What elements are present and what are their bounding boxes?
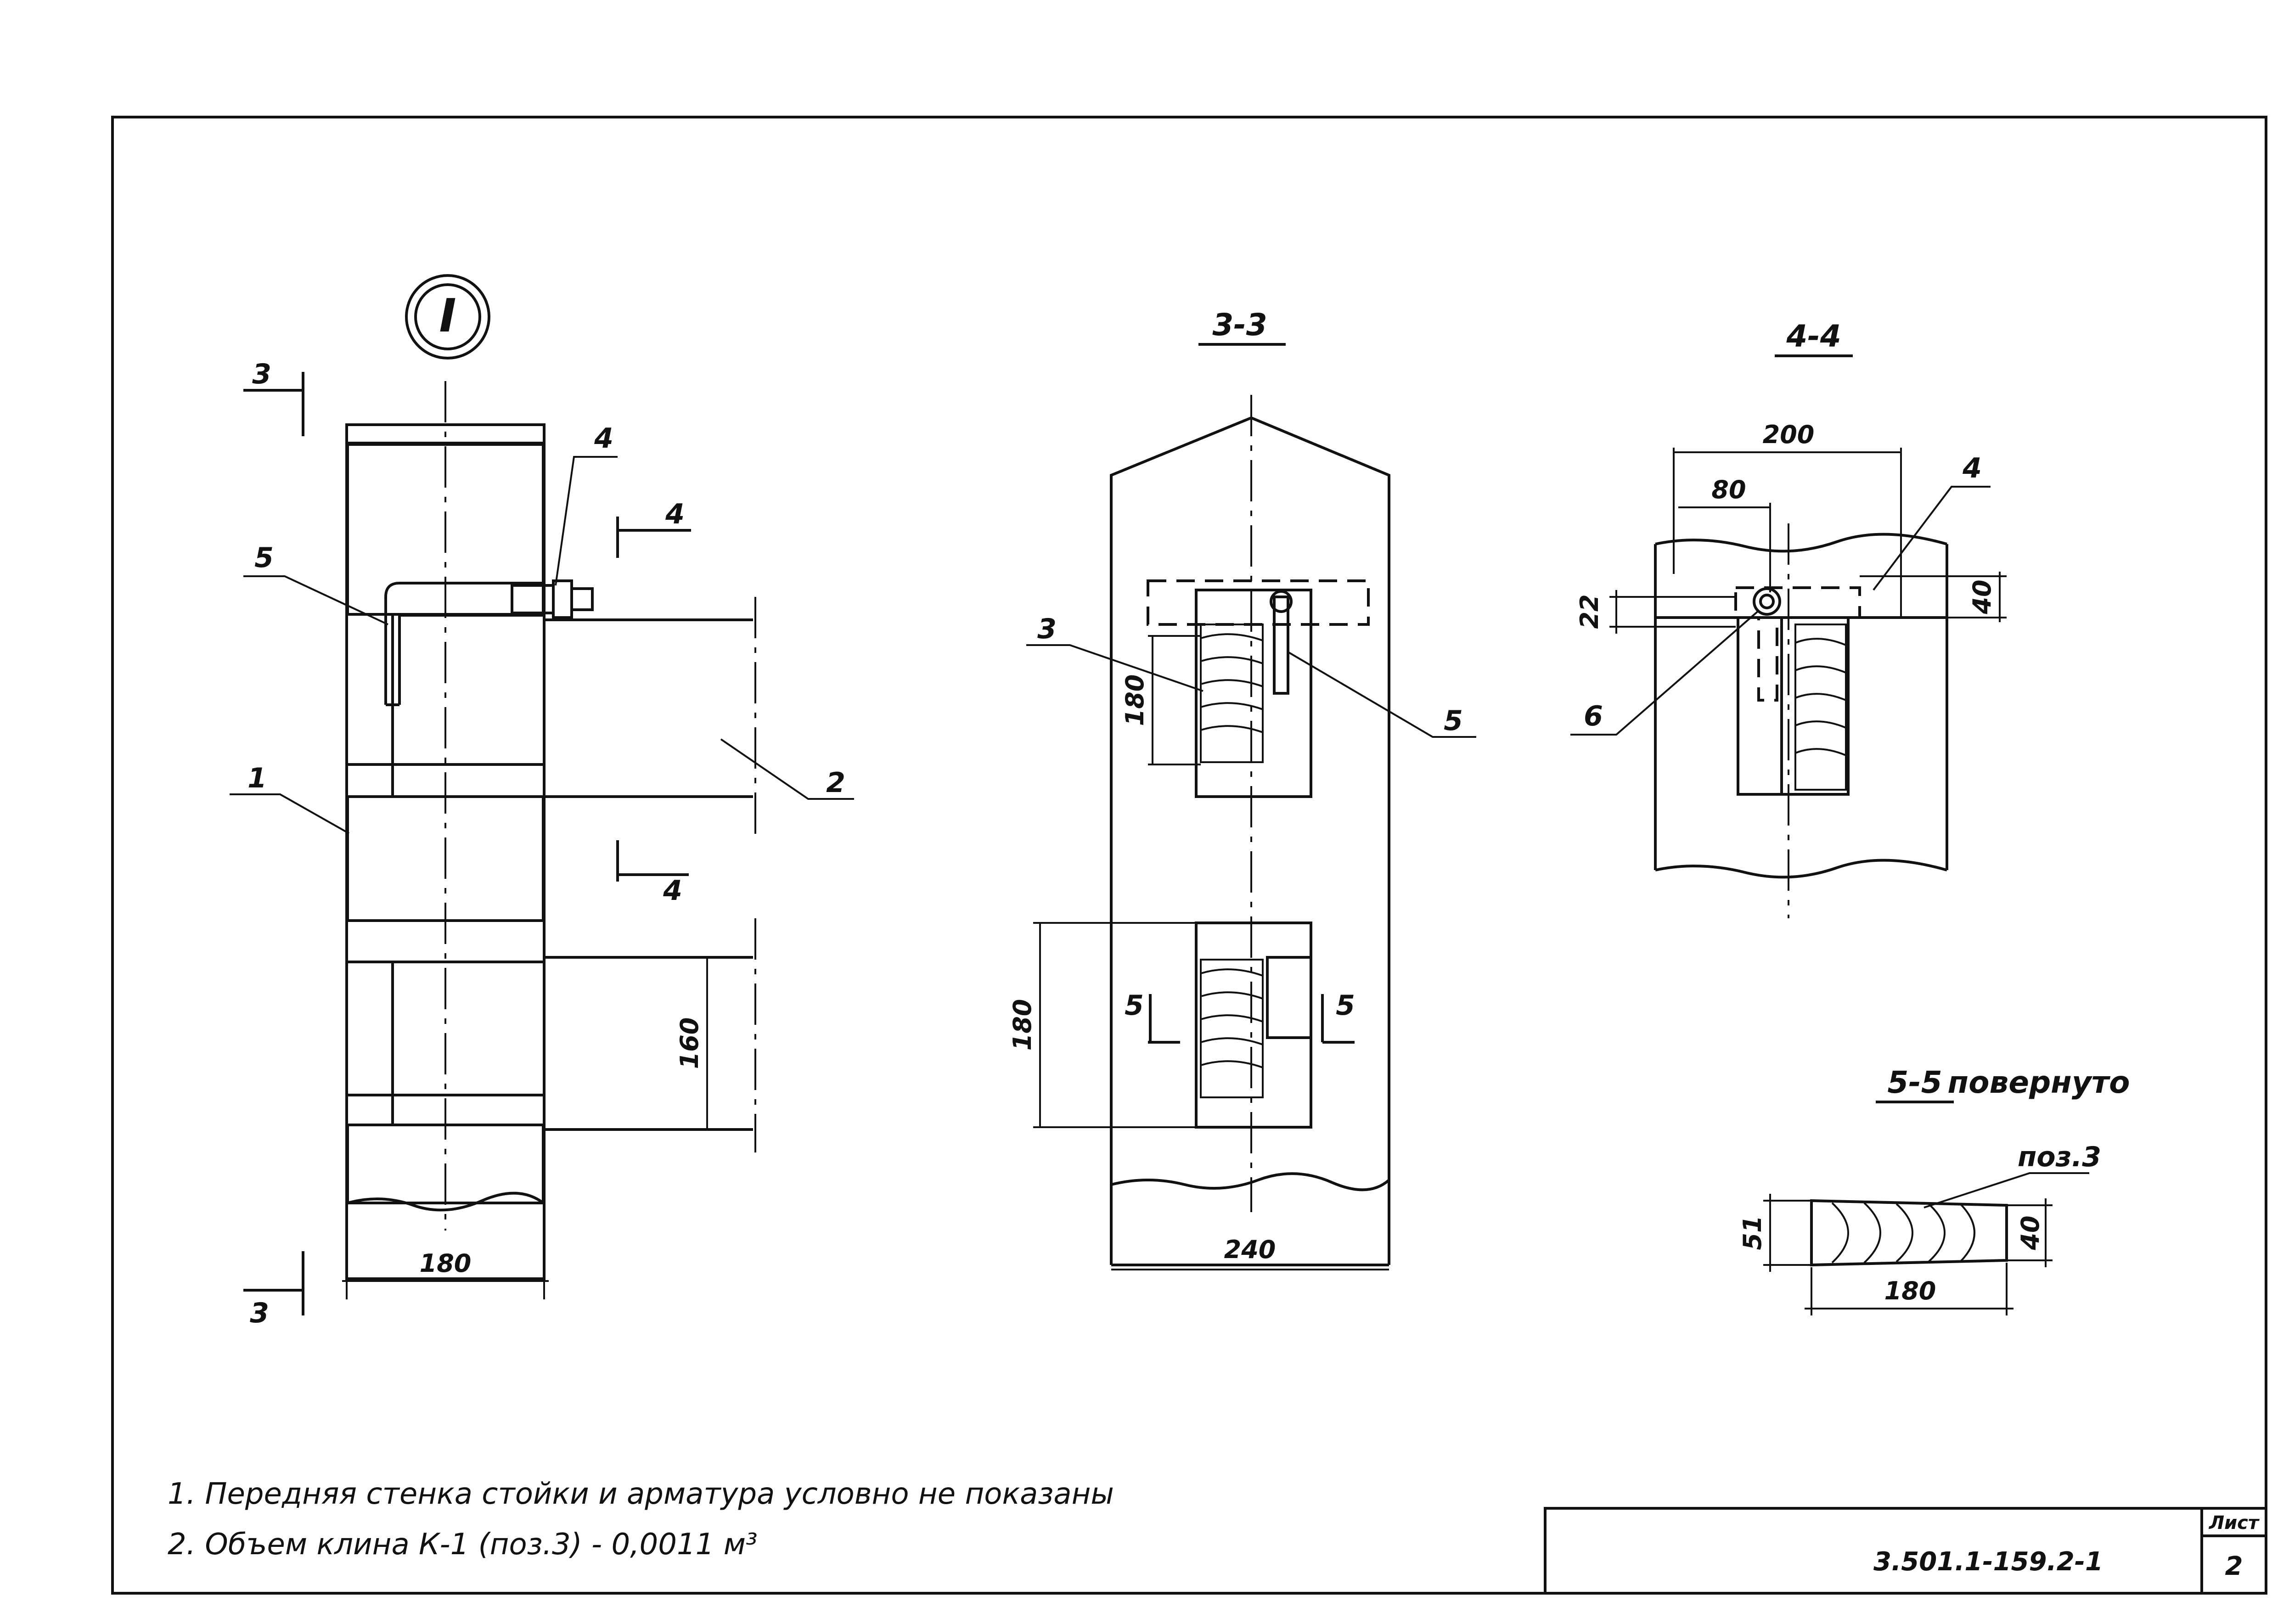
wedge-55: [1810, 1199, 2008, 1267]
leader-pos-4: 4: [555, 422, 618, 586]
leader-33-pos-3: 3: [1026, 613, 1204, 692]
svg-text:4: 4: [663, 875, 682, 907]
section-mark-3-top: 3: [243, 358, 304, 436]
section-5-5-title: 5-5: [1887, 1065, 1942, 1100]
leader-pos-5: 5: [243, 542, 388, 625]
section-3-3: 3-3 5 5: [1008, 307, 1476, 1270]
section-mark-4-top: 4: [616, 498, 691, 558]
svg-text:4: 4: [594, 422, 613, 455]
note-2: 2. Объем клина К-1 (поз.3) - 0,0011 м³: [168, 1528, 758, 1562]
dim-55-right: 40: [2016, 1215, 2045, 1250]
dim-44-right: 40: [1968, 579, 1997, 614]
svg-text:2: 2: [826, 767, 845, 799]
sheet-frame: [111, 116, 2267, 1595]
dim-33-wedge: 180: [1120, 674, 1149, 726]
sheet-label: Лист: [2209, 1512, 2260, 1534]
section-5-5: 5-5 повернуто 51 40 180 поз.3: [1738, 1065, 2130, 1315]
dim-55-width: 180: [1884, 1276, 1936, 1305]
svg-text:3: 3: [252, 358, 271, 390]
sheet-number: 2: [2225, 1551, 2243, 1581]
node-mark-label: I: [439, 289, 456, 343]
svg-text:5: 5: [1444, 705, 1463, 737]
wedge-lower: [1200, 959, 1264, 1098]
svg-text:6: 6: [1584, 700, 1603, 732]
dim-33-gap: 180: [1008, 999, 1037, 1051]
dim-44-width: 200: [1763, 420, 1815, 449]
section-4-4: 4-4 200 80 22: [1570, 319, 2007, 918]
svg-text:3: 3: [250, 1297, 269, 1329]
svg-text:5: 5: [254, 542, 274, 574]
section-4-4-title: 4-4: [1786, 319, 1841, 354]
svg-text:5: 5: [1336, 989, 1355, 1022]
section-mark-3-bottom: 3: [243, 1251, 304, 1329]
main-view: I: [230, 274, 854, 1329]
leader-44-pos-6: 6: [1570, 610, 1760, 736]
section-5-5-subtitle: повернуто: [1948, 1065, 2130, 1100]
wedge-44: [1794, 624, 1847, 791]
section-mark-5-left: 5: [1125, 989, 1180, 1044]
notes: 1. Передняя стенка стойки и арматура усл…: [168, 1477, 1114, 1562]
section-3-3-title: 3-3: [1212, 307, 1267, 343]
title-block: 3.501.1-159.2-1 Лист 2: [1544, 1507, 2266, 1593]
svg-text:4: 4: [1962, 452, 1982, 484]
dim-55-left: 51: [1738, 1215, 1767, 1250]
wedge-upper: [1200, 624, 1264, 763]
doc-code: 3.501.1-159.2-1: [1873, 1547, 2103, 1577]
note-1: 1. Передняя стенка стойки и арматура усл…: [168, 1477, 1114, 1511]
dim-44-offset: 80: [1711, 475, 1746, 504]
leader-pos-2: 2: [720, 738, 854, 800]
svg-text:поз.3: поз.3: [2018, 1141, 2101, 1173]
dim-33-width: 240: [1224, 1235, 1276, 1264]
node-mark: I: [405, 274, 490, 360]
svg-text:5: 5: [1125, 989, 1144, 1022]
svg-text:4: 4: [665, 498, 685, 530]
dim-main-height: 160: [675, 1017, 704, 1069]
section-mark-4-bottom: 4: [616, 840, 689, 907]
leader-pos-1: 1: [230, 762, 349, 834]
leader-44-pos-4: 4: [1873, 452, 1991, 591]
svg-text:1: 1: [247, 762, 267, 794]
dim-44-left: 22: [1575, 594, 1604, 629]
dim-main-width: 180: [420, 1249, 472, 1278]
svg-text:3: 3: [1037, 613, 1057, 645]
leader-55-pos3: поз.3: [1923, 1141, 2101, 1208]
section-mark-5-right: 5: [1321, 989, 1355, 1044]
leader-33-pos-5: 5: [1287, 651, 1476, 738]
